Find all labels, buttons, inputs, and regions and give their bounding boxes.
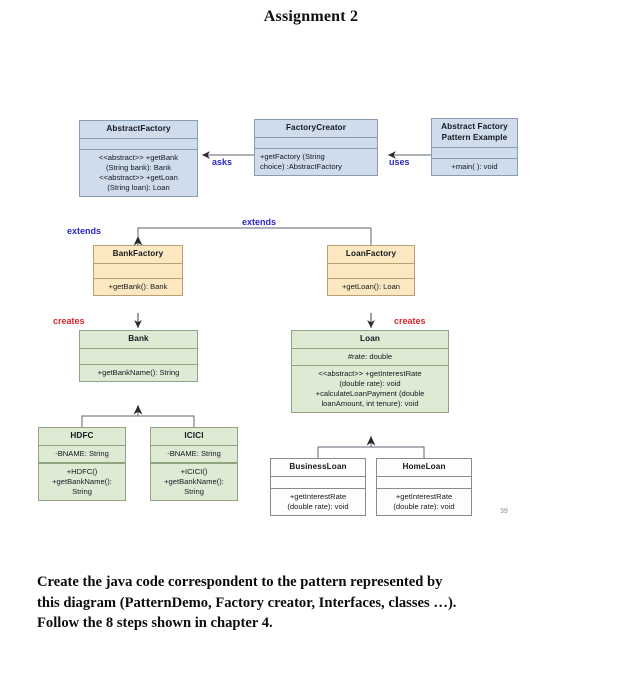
uml-class-factory-creator[interactable]: FactoryCreator +getFactory (String choic… (254, 119, 378, 176)
uml-class-home-loan[interactable]: HomeLoan +getInterestRate (double rate):… (376, 458, 472, 516)
class-methods-compartment: +getInterestRate (double rate): void (271, 489, 365, 515)
method-line: <<abstract>> +getLoan (99, 172, 178, 182)
class-attributes-compartment (80, 349, 197, 365)
uml-class-loan[interactable]: Loan #rate: double <<abstract>> +getInte… (291, 330, 449, 413)
instructions-line: Create the java code correspondent to th… (37, 574, 443, 590)
relationship-label-creates-loan: creates (394, 316, 426, 326)
attribute-line: #rate: double (347, 351, 393, 361)
class-name: AbstractFactory (80, 121, 197, 139)
connector-extends-loanfactory (137, 227, 372, 245)
method-line: String (184, 486, 204, 496)
relationship-label-uses: uses (389, 157, 410, 167)
uml-class-diagram: AbstractFactory <<abstract>> +getBank (S… (0, 100, 622, 550)
method-line: +getLoan(): Loan (341, 281, 401, 291)
method-line: String (72, 486, 92, 496)
class-methods-compartment: +getFactory (String choice) :AbstractFac… (255, 149, 377, 175)
uml-class-loan-factory[interactable]: LoanFactory +getLoan(): Loan (327, 245, 415, 296)
method-line: choice) :AbstractFactory (260, 161, 342, 171)
class-name: FactoryCreator (255, 120, 377, 138)
uml-class-abstract-factory[interactable]: AbstractFactory <<abstract>> +getBank (S… (79, 120, 198, 197)
diagram-connectors (81, 151, 431, 458)
method-line: +getBank(): Bank (108, 281, 168, 291)
method-line: +getBankName(): (52, 476, 112, 486)
class-name: Abstract Factory Pattern Example (432, 119, 517, 148)
class-name-line: Pattern Example (441, 132, 508, 142)
method-line: <<abstract>> +getInterestRate (318, 368, 422, 378)
method-line: +getBankName(): (164, 476, 224, 486)
class-name: ICICI (151, 428, 237, 446)
class-methods-compartment: <<abstract>> +getInterestRate (double ra… (292, 366, 448, 412)
method-line: (String loan): Loan (107, 182, 170, 192)
class-methods-compartment: +getInterestRate (double rate): void (377, 489, 471, 515)
class-name: HomeLoan (377, 459, 471, 477)
class-name: Bank (80, 331, 197, 349)
class-methods-compartment: +ICICI() +getBankName(): String (151, 464, 237, 500)
method-line: +getInterestRate (395, 491, 453, 501)
class-attributes-compartment (271, 477, 365, 489)
uml-class-bank-factory[interactable]: BankFactory +getBank(): Bank (93, 245, 183, 296)
instructions-line: Follow the 8 steps shown in chapter 4. (37, 615, 273, 632)
instructions-line: this diagram (PatternDemo, Factory creat… (37, 594, 457, 611)
method-line: <<abstract>> +getBank (98, 152, 179, 162)
class-attributes-compartment: -BNAME: String (39, 446, 125, 464)
class-methods-compartment: +getBank(): Bank (94, 279, 182, 295)
class-attributes-compartment (377, 477, 471, 489)
class-name: LoanFactory (328, 246, 414, 264)
class-attributes-compartment (80, 139, 197, 150)
class-methods-compartment: +getLoan(): Loan (328, 279, 414, 295)
method-line: +ICICI() (180, 466, 208, 476)
method-line: (double rate): void (393, 501, 455, 511)
class-name: BankFactory (94, 246, 182, 264)
attribute-line: -BNAME: String (167, 448, 221, 458)
method-line: +getInterestRate (289, 491, 347, 501)
class-methods-compartment: +getBankName(): String (80, 365, 197, 381)
class-methods-compartment: +HDFC() +getBankName(): String (39, 464, 125, 500)
uml-class-pattern-example[interactable]: Abstract Factory Pattern Example +main( … (431, 118, 518, 176)
class-attributes-compartment (328, 264, 414, 279)
class-name: HDFC (39, 428, 125, 446)
uml-class-hdfc[interactable]: HDFC -BNAME: String +HDFC() +getBankName… (38, 427, 126, 501)
method-line: +HDFC() (66, 466, 98, 476)
relationship-label-extends-bankfactory: extends (67, 226, 102, 236)
uml-class-icici[interactable]: ICICI -BNAME: String +ICICI() +getBankNa… (150, 427, 238, 501)
uml-class-business-loan[interactable]: BusinessLoan +getInterestRate (double ra… (270, 458, 366, 516)
method-line: (double rate): void (339, 378, 401, 388)
method-line: (String bank): Bank (106, 162, 171, 172)
method-line: +getFactory (String (260, 151, 325, 161)
class-methods-compartment: <<abstract>> +getBank (String bank): Ban… (80, 150, 197, 196)
method-line: (double rate): void (287, 501, 349, 511)
uml-class-bank[interactable]: Bank +getBankName(): String (79, 330, 198, 382)
class-name: BusinessLoan (271, 459, 365, 477)
method-line: +calculateLoanPayment (double (315, 388, 425, 398)
class-name: Loan (292, 331, 448, 349)
connector-loans-to-loan (317, 446, 425, 458)
class-name-line: Abstract Factory (441, 122, 508, 131)
instructions-paragraph: Create the java code correspondent to th… (37, 572, 557, 634)
class-attributes-compartment (94, 264, 182, 279)
relationship-label-extends-loanfactory: extends (242, 217, 277, 227)
method-line: +getBankName(): String (97, 367, 180, 377)
attribute-line: -BNAME: String (55, 448, 109, 458)
class-attributes-compartment (432, 148, 517, 159)
page-title: Assignment 2 (263, 8, 359, 25)
relationship-label-asks: asks (212, 157, 233, 167)
method-line: +main( ): void (451, 161, 498, 171)
class-attributes-compartment: -BNAME: String (151, 446, 237, 464)
connector-hdfc-icici-to-bank (81, 415, 195, 427)
page-number: 39 (500, 508, 508, 515)
class-attributes-compartment: #rate: double (292, 349, 448, 366)
relationship-label-creates-bank: creates (53, 316, 85, 326)
method-line: loanAmount, int tenure): void (321, 398, 419, 408)
class-methods-compartment: +main( ): void (432, 159, 517, 175)
class-attributes-compartment (255, 138, 377, 149)
